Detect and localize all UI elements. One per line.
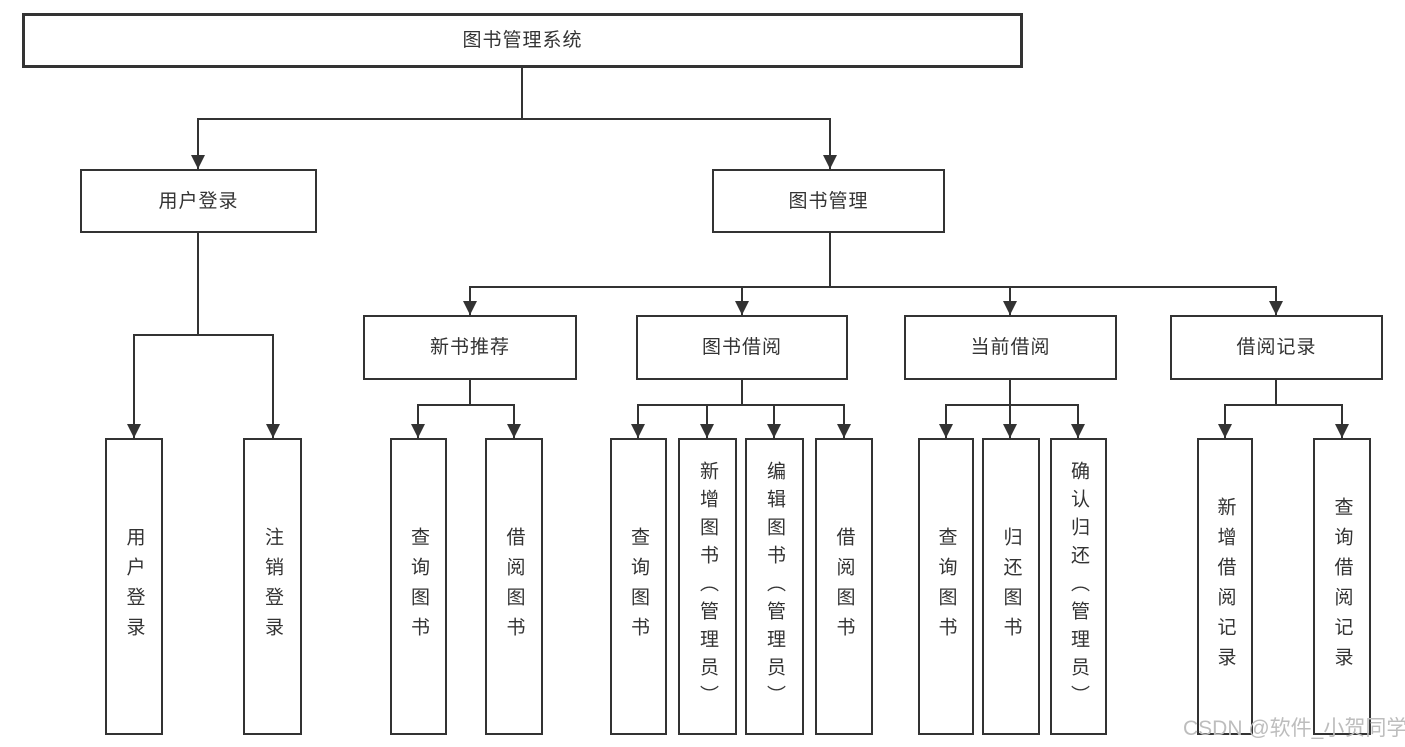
leaf-label: 查询借阅记录 [1331,496,1353,677]
node-current-borrowing: 当前借阅 [904,315,1117,380]
leaf-label: 借阅图书 [503,526,525,647]
leaf-query-books-1: 查询图书 [390,438,447,735]
node-book-borrowing: 图书借阅 [636,315,848,380]
leaf-label: 借阅图书 [833,526,855,647]
leaf-label: 新增图书（管理员） [697,460,718,713]
leaf-user-login: 用户登录 [105,438,163,735]
leaf-label: 归还图书 [1000,526,1022,647]
leaf-add-book-admin: 新增图书（管理员） [678,438,737,735]
leaf-query-books-2: 查询图书 [610,438,667,735]
leaf-label: 确认归还（管理员） [1068,460,1089,713]
leaf-label: 查询图书 [935,526,957,647]
leaf-label: 用户登录 [123,526,145,647]
node-new-book-recommend: 新书推荐 [363,315,577,380]
leaf-confirm-return-admin: 确认归还（管理员） [1050,438,1107,735]
leaf-borrow-books-1: 借阅图书 [485,438,543,735]
leaf-query-books-3: 查询图书 [918,438,974,735]
leaf-label: 注销登录 [262,526,283,647]
leaf-add-borrow-record: 新增借阅记录 [1197,438,1253,735]
leaf-logout-login: 注销登录 [243,438,302,735]
leaf-label: 新增借阅记录 [1214,496,1236,677]
leaf-return-books: 归还图书 [982,438,1040,735]
leaf-label: 查询图书 [408,526,429,647]
leaf-label: 编辑图书（管理员） [764,460,785,713]
leaf-edit-book-admin: 编辑图书（管理员） [745,438,804,735]
leaf-label: 查询图书 [628,526,649,647]
node-book-management: 图书管理 [712,169,945,233]
leaf-borrow-books-2: 借阅图书 [815,438,873,735]
node-book-management-system: 图书管理系统 [22,13,1023,68]
node-user-login: 用户登录 [80,169,317,233]
node-borrowing-records: 借阅记录 [1170,315,1383,380]
watermark-text: CSDN @软件_小贺同学 [1183,717,1405,740]
leaf-query-borrow-record: 查询借阅记录 [1313,438,1371,735]
